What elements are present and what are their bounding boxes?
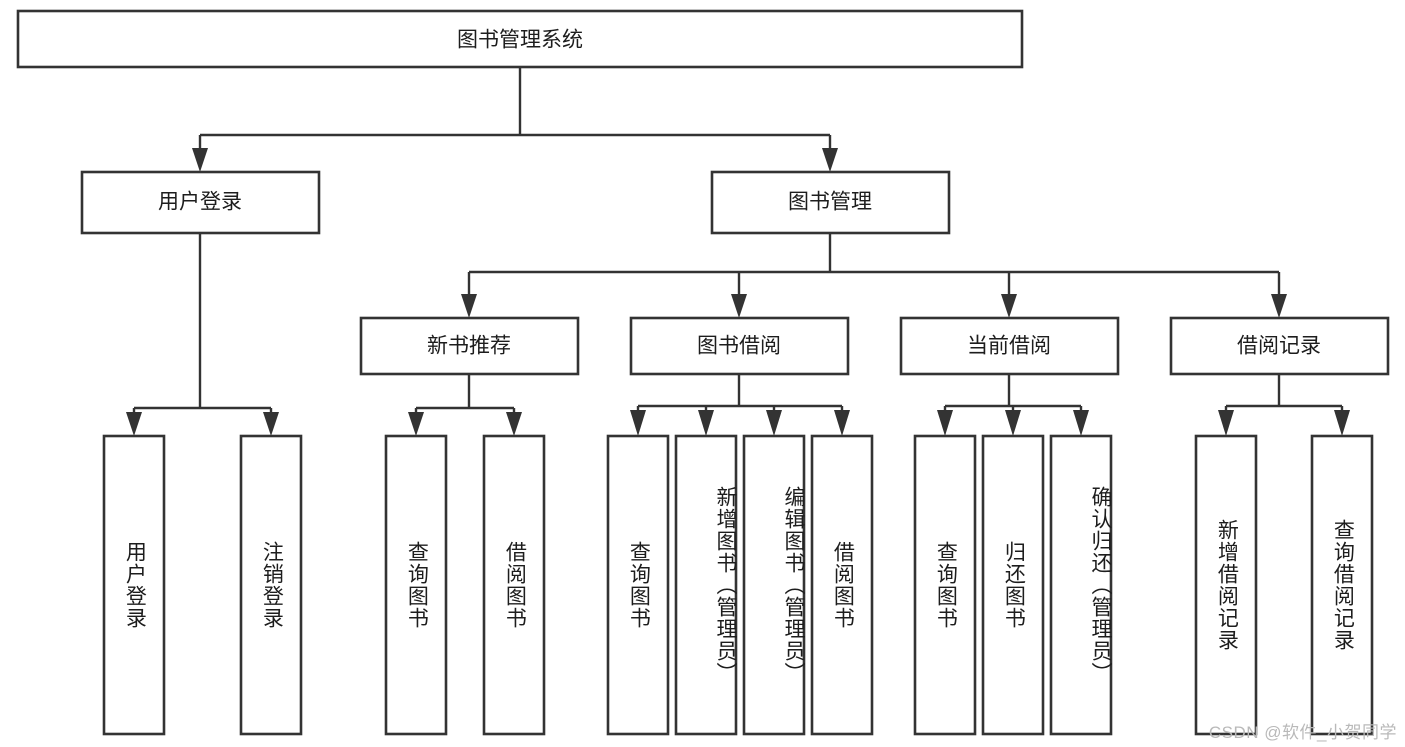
arrow-return-book — [1005, 410, 1021, 436]
arrow-query-borrow-record — [1334, 410, 1350, 436]
node-book-borrow-label: 图书借阅 — [697, 335, 781, 358]
arrow-confirm-return-admin — [1073, 410, 1089, 436]
node-book-borrow-box[interactable] — [629, 316, 850, 376]
node-query-borrow-record-box[interactable] — [1310, 434, 1374, 736]
node-user-logout-box[interactable] — [239, 434, 303, 736]
node-edit-book-admin-box[interactable] — [742, 434, 806, 736]
node-confirm-return-admin-box[interactable] — [1049, 434, 1113, 736]
node-user-login-label: 用户登录 — [158, 191, 242, 214]
arrow-add-borrow-record — [1218, 410, 1234, 436]
node-user-login-box[interactable] — [80, 170, 321, 235]
node-current-borrow-box[interactable] — [899, 316, 1120, 376]
arrow-borrow-book-2 — [834, 410, 850, 436]
arrow-to-current-borrow — [1001, 294, 1017, 318]
node-add-borrow-record-box[interactable] — [1194, 434, 1258, 736]
arrow-borrow-book-1 — [506, 412, 522, 436]
node-add-book-admin-box[interactable] — [674, 434, 738, 736]
arrow-edit-book-admin — [766, 410, 782, 436]
node-group: 图书管理系统 用户登录 图书管理 新书推荐 图书借阅 当前借阅 借阅记录 — [16, 9, 1390, 736]
node-borrow-record-box[interactable] — [1169, 316, 1390, 376]
node-query-book-1-box[interactable] — [384, 434, 448, 736]
node-new-book-recommend-label: 新书推荐 — [427, 335, 511, 358]
node-root-box[interactable] — [16, 9, 1024, 69]
arrow-query-book-1 — [408, 412, 424, 436]
arrow-to-new-book-recommend — [461, 294, 477, 318]
arrow-to-borrow-record — [1271, 294, 1287, 318]
node-borrow-book-1-box[interactable] — [482, 434, 546, 736]
connector-group — [126, 67, 1350, 436]
arrow-query-book-2 — [630, 410, 646, 436]
arrow-to-book-borrow — [731, 294, 747, 318]
csdn-watermark: CSDN @软件_小贺同学 — [1208, 723, 1397, 742]
arrow-user-logout — [263, 412, 279, 436]
node-user-login-do-box[interactable] — [102, 434, 166, 736]
node-current-borrow-label: 当前借阅 — [967, 335, 1051, 358]
node-query-book-3-box[interactable] — [913, 434, 977, 736]
node-borrow-record-label: 借阅记录 — [1237, 335, 1321, 358]
node-book-manage-label: 图书管理 — [788, 191, 872, 214]
node-return-book-box[interactable] — [981, 434, 1045, 736]
node-query-book-2-box[interactable] — [606, 434, 670, 736]
node-borrow-book-2-box[interactable] — [810, 434, 874, 736]
arrow-query-book-3 — [937, 410, 953, 436]
node-root-label: 图书管理系统 — [457, 29, 583, 52]
node-book-manage-box[interactable] — [710, 170, 951, 235]
arrow-to-book-manage — [822, 148, 838, 172]
arrow-user-login-do — [126, 412, 142, 436]
arrow-add-book-admin — [698, 410, 714, 436]
arrow-to-user-login — [192, 148, 208, 172]
node-new-book-recommend-box[interactable] — [359, 316, 580, 376]
